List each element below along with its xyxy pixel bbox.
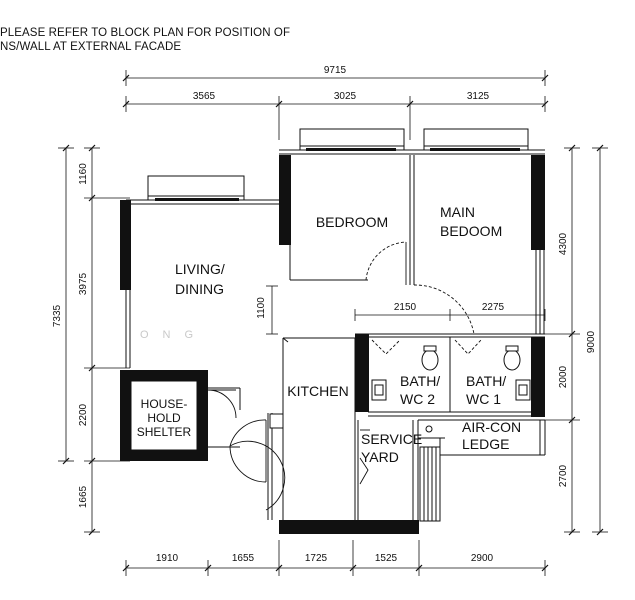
dim-left-1: 1160	[78, 163, 89, 185]
dim-left-overall: 7335	[52, 304, 63, 327]
window-frames	[155, 148, 520, 201]
dim-left-3: 2200	[78, 403, 89, 426]
dim-right-overall: 9000	[586, 330, 597, 353]
label-bath2-2: WC 2	[400, 391, 435, 407]
label-kitchen: KITCHEN	[287, 383, 348, 399]
dimension-lines	[58, 70, 608, 576]
label-aircon-2: LEDGE	[462, 436, 509, 452]
label-bedroom: BEDROOM	[316, 214, 388, 230]
label-bath1-1: BATH/	[466, 373, 506, 389]
doors	[207, 241, 482, 511]
label-household-2: HOLD	[147, 411, 181, 425]
windows	[147, 128, 529, 201]
label-aircon-1: AIR-CON	[462, 419, 521, 435]
label-living-1: LIVING/	[175, 261, 225, 277]
facade-note-line-1: PLEASE REFER TO BLOCK PLAN FOR POSITION …	[0, 27, 291, 39]
thick-walls	[120, 155, 545, 534]
dim-interior-1100: 1100	[256, 297, 267, 319]
label-bath1-2: WC 1	[466, 391, 501, 407]
label-service-2: YARD	[361, 449, 399, 465]
room-labels: BEDROOM MAIN BEDOOM LIVING/ DINING HOUSE…	[137, 204, 521, 465]
facade-note-line-2: NS/WALL AT EXTERNAL FACADE	[0, 41, 182, 53]
dim-left-2: 3975	[78, 272, 89, 295]
dim-right-2: 2000	[558, 365, 569, 388]
label-bath2-1: BATH/	[400, 373, 440, 389]
fixtures	[269, 345, 531, 522]
dimension-ticks	[62, 74, 604, 572]
dim-left-4: 1665	[78, 485, 89, 508]
dim-right-1: 4300	[558, 232, 569, 255]
dimension-labels: 9715 3565 3025 3125 1910 1655 1725 1525 …	[52, 65, 597, 564]
dim-bottom-5: 2900	[471, 553, 494, 564]
label-household-1: HOUSE-	[141, 397, 188, 411]
dim-interior-2150: 2150	[394, 302, 417, 313]
household-shelter-room	[130, 380, 198, 451]
label-service-1: SERVICE	[361, 431, 422, 447]
dim-bottom-2: 1655	[232, 553, 255, 564]
dim-bottom-4: 1525	[375, 553, 398, 564]
label-living-2: DINING	[175, 281, 224, 297]
dim-top-1: 3565	[193, 91, 216, 102]
label-main-bedroom-2: BEDOOM	[440, 223, 502, 239]
watermark: ONG	[140, 329, 207, 341]
dim-top-3: 3125	[467, 91, 490, 102]
label-main-bedroom-1: MAIN	[440, 204, 475, 220]
dim-overall-width: 9715	[324, 65, 347, 76]
dim-right-3: 2700	[558, 464, 569, 487]
dim-bottom-3: 1725	[305, 553, 328, 564]
dim-interior-2275: 2275	[482, 302, 505, 313]
dim-bottom-1: 1910	[156, 553, 179, 564]
dim-top-2: 3025	[334, 91, 357, 102]
label-household-3: SHELTER	[137, 425, 192, 439]
